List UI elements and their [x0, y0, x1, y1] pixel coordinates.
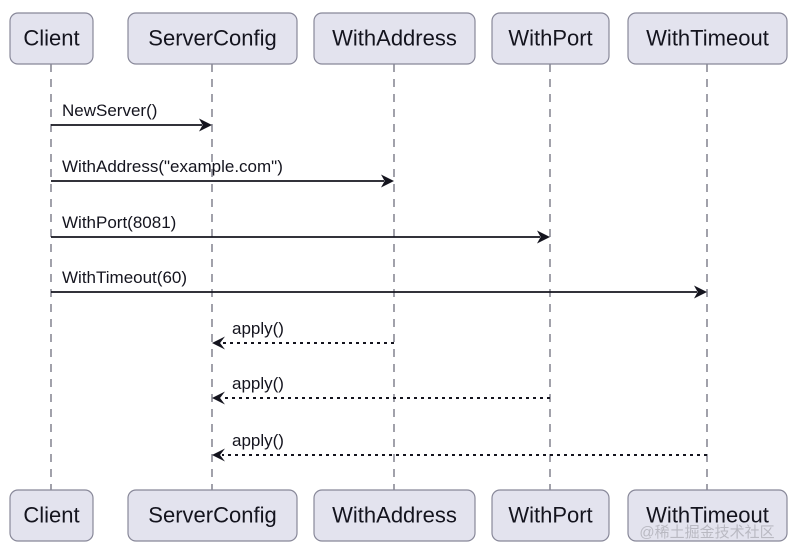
lifelines-layer [50, 64, 708, 490]
message-label-m3: WithPort(8081) [62, 213, 176, 232]
participant-foot-label-client: Client [23, 502, 79, 527]
participant-foot-boxes: Client ServerConfig WithAddress WithPort Wit… [9, 489, 788, 542]
message-m5[interactable]: apply() [212, 319, 394, 350]
participant-head-boxes: Client ServerConfig WithAddress WithPort Wit… [9, 12, 788, 65]
message-label-m6: apply() [232, 374, 284, 393]
participant-head-rect-withtimeout[interactable] [627, 12, 788, 65]
participant-foot-withtimeout[interactable]: WithTimeout [627, 489, 788, 542]
participant-foot-rect-withaddress[interactable] [313, 489, 476, 542]
participant-head-label-serverconfig: ServerConfig [148, 25, 276, 50]
message-m6[interactable]: apply() [212, 374, 550, 405]
message-m4[interactable]: WithTimeout(60) [51, 268, 707, 299]
message-arrowhead-m1 [199, 118, 212, 132]
watermark-text: @稀土掘金技术社区 [639, 524, 774, 541]
participant-foot-label-withtimeout: WithTimeout [646, 502, 769, 527]
participant-head-withport[interactable]: WithPort [491, 12, 610, 65]
message-arrowhead-m7 [212, 448, 225, 462]
participant-head-label-withtimeout: WithTimeout [646, 25, 769, 50]
participant-foot-label-serverconfig: ServerConfig [148, 502, 276, 527]
participant-foot-label-withaddress: WithAddress [332, 502, 457, 527]
participant-foot-withport[interactable]: WithPort [491, 489, 610, 542]
message-label-m2: WithAddress("example.com") [62, 157, 283, 176]
message-m1[interactable]: NewServer() [51, 101, 212, 132]
participant-head-withaddress[interactable]: WithAddress [313, 12, 476, 65]
participant-head-rect-client[interactable] [9, 12, 94, 65]
message-m3[interactable]: WithPort(8081) [51, 213, 550, 244]
message-arrowhead-m2 [381, 174, 394, 188]
participant-head-rect-withaddress[interactable] [313, 12, 476, 65]
participant-foot-rect-client[interactable] [9, 489, 94, 542]
participant-head-client[interactable]: Client [9, 12, 94, 65]
message-label-m5: apply() [232, 319, 284, 338]
participant-head-serverconfig[interactable]: ServerConfig [127, 12, 298, 65]
participant-foot-client[interactable]: Client [9, 489, 94, 542]
participant-foot-serverconfig[interactable]: ServerConfig [127, 489, 298, 542]
participant-head-label-withport: WithPort [508, 25, 592, 50]
message-label-m1: NewServer() [62, 101, 157, 120]
message-m7[interactable]: apply() [212, 431, 707, 462]
message-arrowhead-m6 [212, 391, 225, 405]
participant-head-withtimeout[interactable]: WithTimeout [627, 12, 788, 65]
watermark-layer: @稀土掘金技术社区 [639, 524, 774, 541]
message-label-m7: apply() [232, 431, 284, 450]
participant-foot-withaddress[interactable]: WithAddress [313, 489, 476, 542]
message-arrowhead-m3 [537, 230, 550, 244]
participant-foot-rect-withtimeout[interactable] [627, 489, 788, 542]
participant-foot-rect-serverconfig[interactable] [127, 489, 298, 542]
message-label-m4: WithTimeout(60) [62, 268, 187, 287]
message-arrowhead-m4 [694, 285, 707, 299]
participant-head-label-withaddress: WithAddress [332, 25, 457, 50]
participant-head-label-client: Client [23, 25, 79, 50]
participant-foot-rect-withport[interactable] [491, 489, 610, 542]
messages-layer: NewServer() WithAddress("example.com") Wit… [51, 101, 707, 462]
message-arrowhead-m5 [212, 336, 225, 350]
participant-foot-label-withport: WithPort [508, 502, 592, 527]
participant-head-rect-serverconfig[interactable] [127, 12, 298, 65]
message-m2[interactable]: WithAddress("example.com") [51, 157, 394, 188]
participant-head-rect-withport[interactable] [491, 12, 610, 65]
